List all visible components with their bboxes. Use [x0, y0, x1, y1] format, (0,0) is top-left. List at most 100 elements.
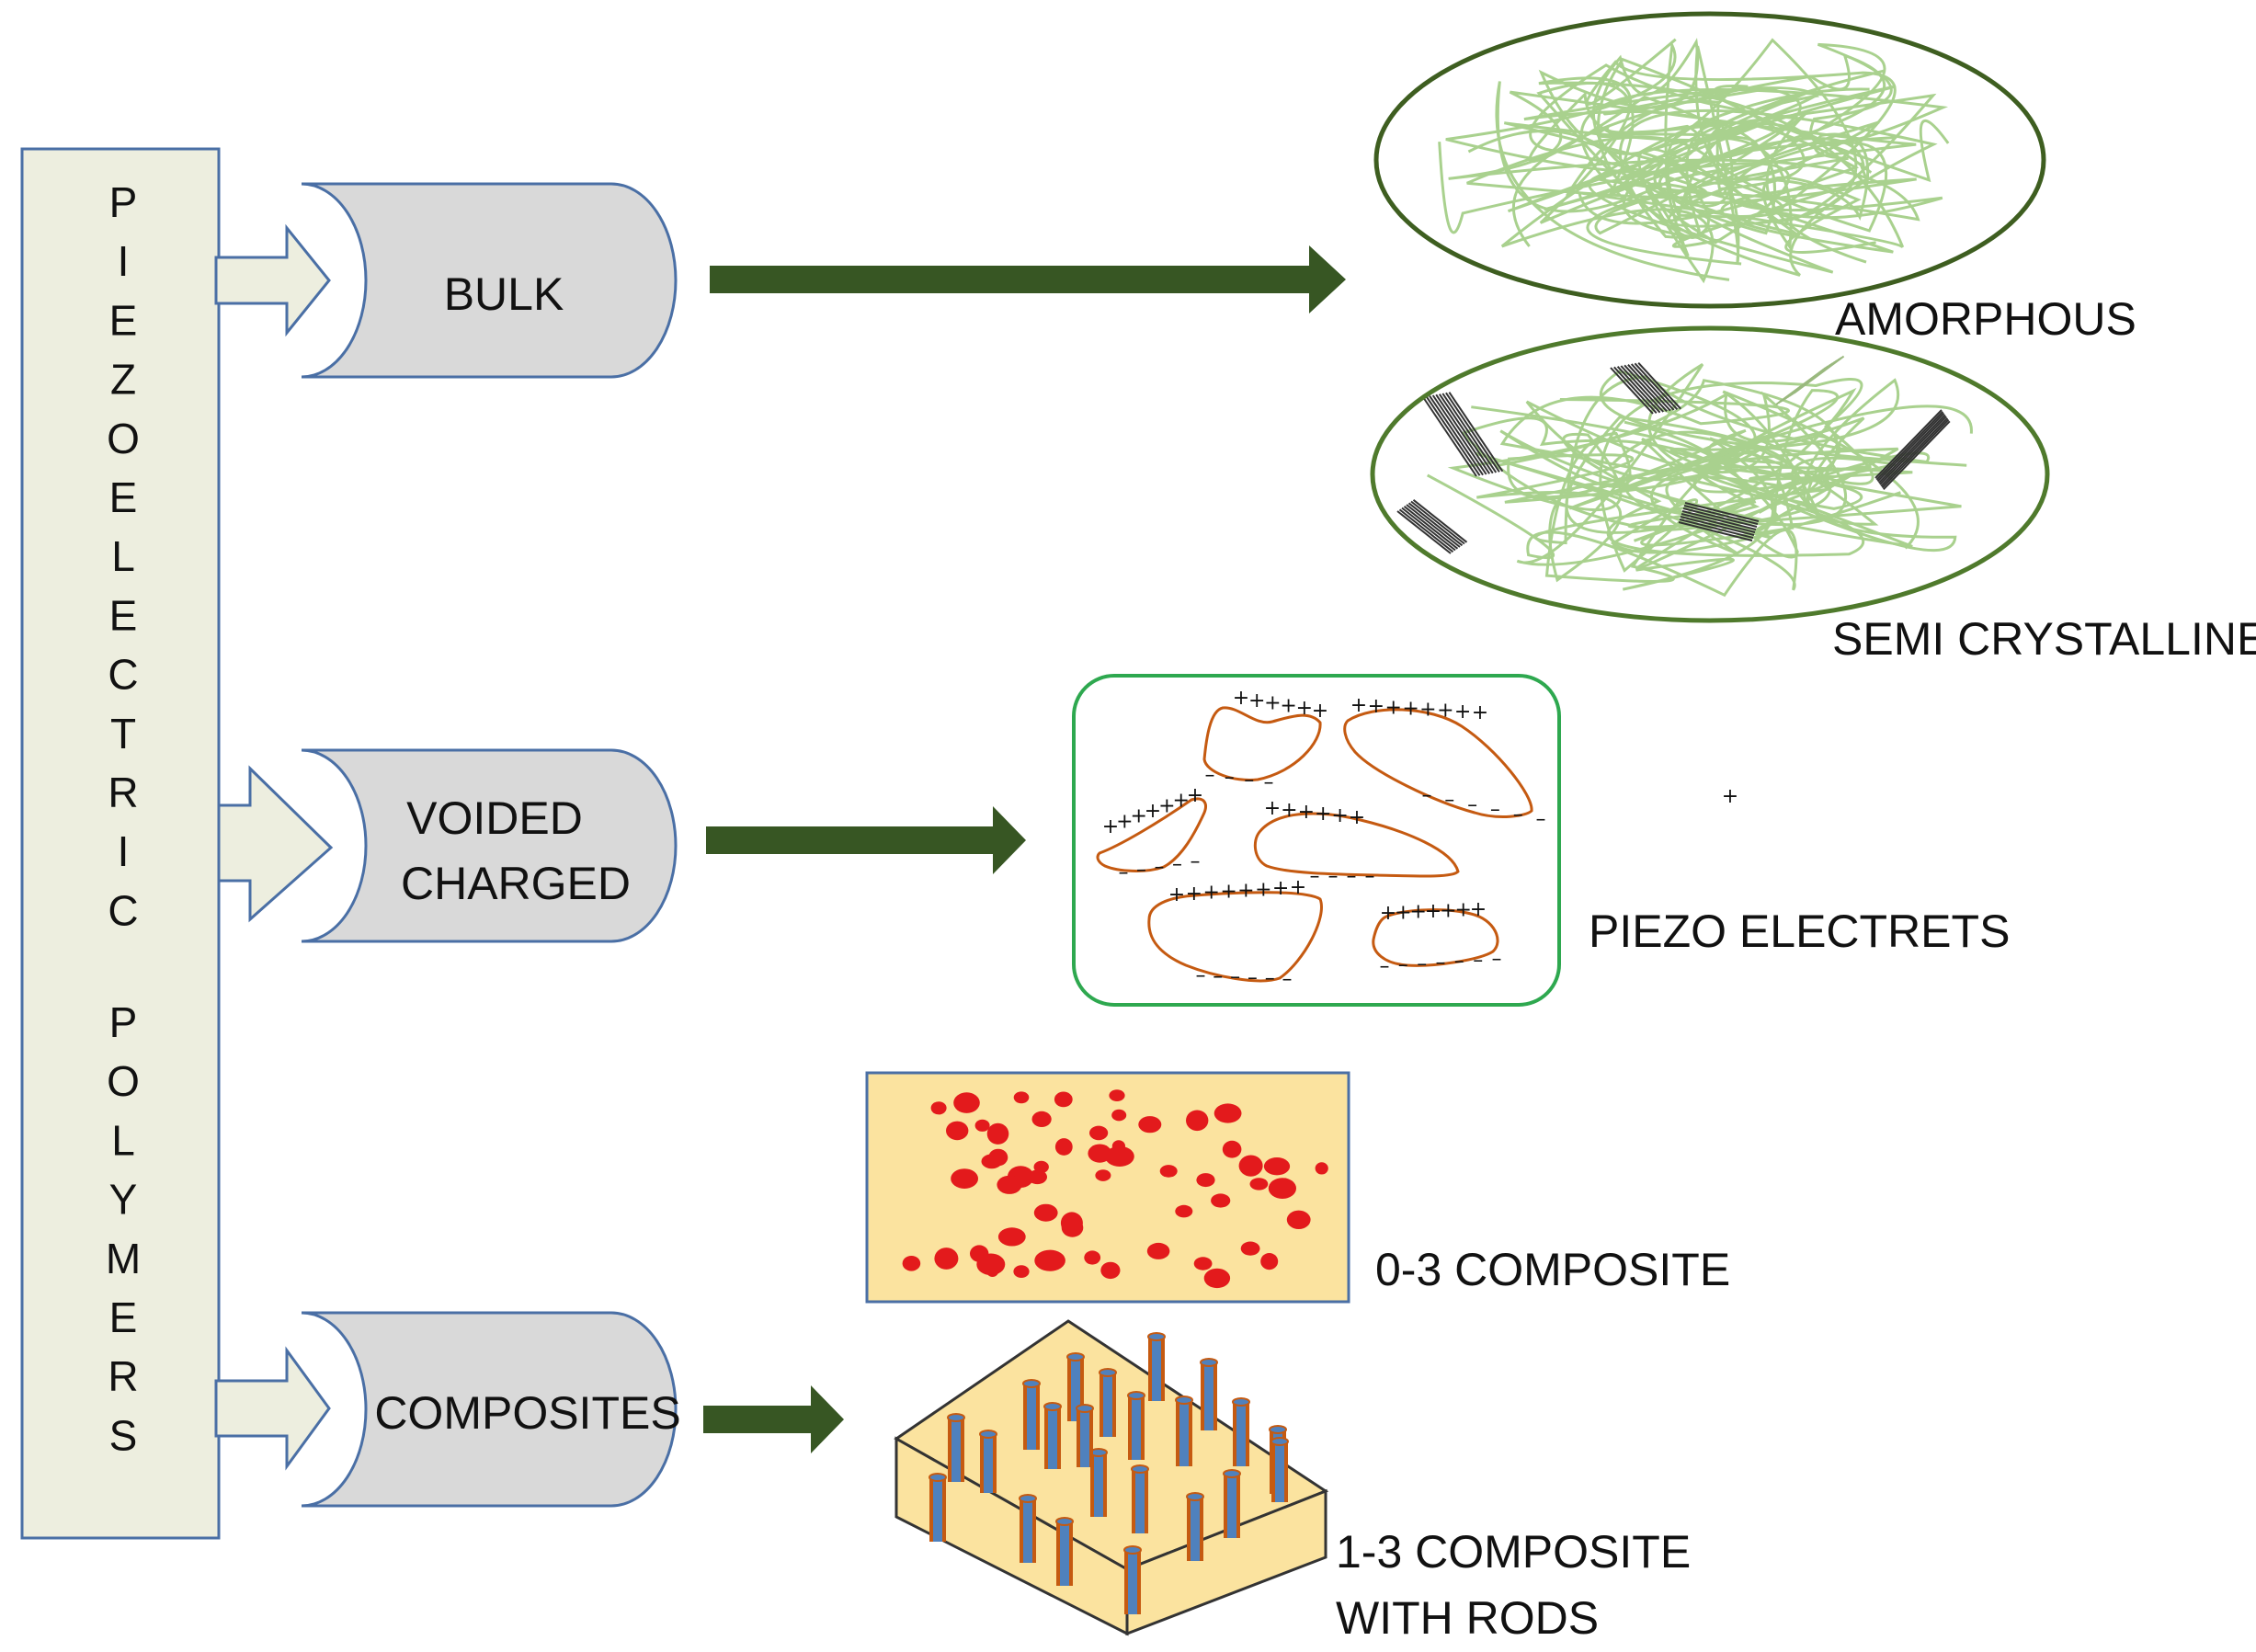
composite-1-3-label-line2: WITH RODS: [1336, 1592, 1599, 1644]
particle: [1111, 1109, 1127, 1122]
plus-charge: +: [1264, 692, 1281, 715]
composite-1-3-label-line1: 1-3 COMPOSITE: [1336, 1526, 1691, 1578]
rod: [1019, 1494, 1037, 1563]
plus-charge: +: [1102, 815, 1119, 838]
rod: [947, 1413, 965, 1482]
particle: [997, 1227, 1026, 1247]
side-title-letter: E: [109, 296, 138, 344]
amorphous-polymer-illustration: [1373, 11, 2046, 309]
lamella: [1396, 499, 1468, 554]
plus-charge: +: [1298, 801, 1315, 824]
plus-charge: +: [1380, 902, 1396, 925]
particle: [953, 1092, 980, 1113]
plus-charge: +: [1255, 878, 1271, 901]
amorphous-label: AMORPHOUS: [1835, 293, 2136, 345]
dispersed-particles: [902, 1089, 1328, 1289]
minus-charge: –: [1225, 767, 1235, 790]
minus-charge: –: [1347, 865, 1357, 888]
particle: [1222, 1140, 1242, 1158]
rod: [1123, 1545, 1142, 1614]
minus-charge: –: [1264, 771, 1274, 794]
particle: [1213, 1103, 1242, 1123]
category-voided-label-line2: CHARGED: [401, 858, 631, 909]
polymer-chain: [1497, 370, 1967, 555]
polymer-chain: [1544, 38, 1950, 222]
particle: [951, 1168, 978, 1189]
minus-charge: –: [1422, 784, 1432, 807]
minus-charge: –: [1191, 850, 1201, 873]
charged-voids: [1096, 706, 1533, 983]
side-title-letter: S: [109, 1411, 138, 1459]
rod: [1147, 1332, 1166, 1401]
minus-charge: –: [1282, 968, 1293, 991]
plus-charge: +: [1202, 882, 1219, 905]
semi-crystalline-polymer-chains: [1426, 363, 1973, 598]
particle: [1203, 1268, 1231, 1289]
category-voided-label-line1: VOIDED: [406, 792, 583, 844]
embedded-rods: [929, 1332, 1289, 1614]
side-title-letter: Z: [110, 356, 136, 404]
particle: [1286, 1210, 1311, 1230]
side-title-letter: I: [118, 827, 130, 875]
piezo-electrets-illustration: ++++++––––++++++++––––––+++++++–––––++++…: [1072, 674, 1738, 1007]
particle: [934, 1248, 959, 1270]
plus-charge: +: [1116, 810, 1133, 833]
rod: [1127, 1391, 1145, 1460]
particle: [1084, 1250, 1101, 1265]
rod: [1089, 1448, 1108, 1517]
void-6: [1372, 908, 1499, 967]
particle: [1013, 1265, 1030, 1278]
plus-charge: +: [1172, 790, 1189, 813]
amorphous-polymer-chains: [1438, 38, 1950, 284]
side-title-letter: L: [111, 1116, 135, 1164]
minus-charge: –: [1172, 853, 1182, 876]
minus-charge: –: [1380, 955, 1390, 978]
particle: [1263, 1157, 1291, 1176]
plus-charge: +: [1454, 899, 1471, 922]
particle: [1034, 1249, 1065, 1271]
particle: [1100, 1261, 1121, 1280]
particle: [1138, 1116, 1162, 1134]
particle: [946, 1121, 969, 1141]
void-2: [1343, 708, 1533, 818]
particle: [1027, 1169, 1047, 1185]
plus-charge: +: [1437, 700, 1453, 723]
category-composites-label: COMPOSITES: [374, 1387, 680, 1439]
particle: [1315, 1162, 1328, 1175]
minus-charge: –: [1454, 951, 1464, 974]
polymer-chain: [1536, 69, 1905, 249]
minus-charge: –: [1490, 799, 1500, 822]
particle: [976, 1253, 1006, 1276]
side-title-letter: I: [118, 237, 130, 285]
polymer-chain: [1471, 378, 1901, 591]
polymer-chain: [1438, 57, 1938, 277]
electret-surface-charges: ++++++––––++++++++––––––+++++++–––––++++…: [1102, 687, 1546, 991]
particle: [1109, 1089, 1125, 1101]
particle: [974, 1119, 990, 1132]
plus-charge: +: [1237, 879, 1254, 902]
minus-charge: –: [1444, 789, 1454, 812]
plus-charge: +: [1145, 800, 1161, 823]
void-1: [1202, 706, 1322, 781]
minus-charge: –: [1492, 948, 1502, 971]
composite-0-3-illustration: [865, 1071, 1350, 1304]
semi-crystalline-label: SEMI CRYSTALLINE: [1832, 613, 2256, 665]
void-3: [1096, 797, 1207, 872]
side-title-letter: P: [109, 178, 138, 226]
minus-charge: –: [1119, 861, 1129, 884]
particle: [1159, 1165, 1178, 1178]
particle: [988, 1148, 1008, 1167]
lamella: [1678, 502, 1760, 541]
crystalline-lamellae: [1396, 355, 1951, 554]
void-5: [1147, 891, 1323, 983]
particle: [1054, 1091, 1073, 1108]
polymer-chain: [1447, 392, 1879, 557]
result-arrows: [703, 245, 1346, 1453]
plus-charge: +: [1440, 899, 1456, 922]
side-title-letter: M: [106, 1235, 141, 1282]
particle: [1175, 1204, 1193, 1218]
particle: [1238, 1155, 1263, 1177]
particle: [1061, 1218, 1084, 1237]
minus-charge: –: [1310, 865, 1320, 888]
